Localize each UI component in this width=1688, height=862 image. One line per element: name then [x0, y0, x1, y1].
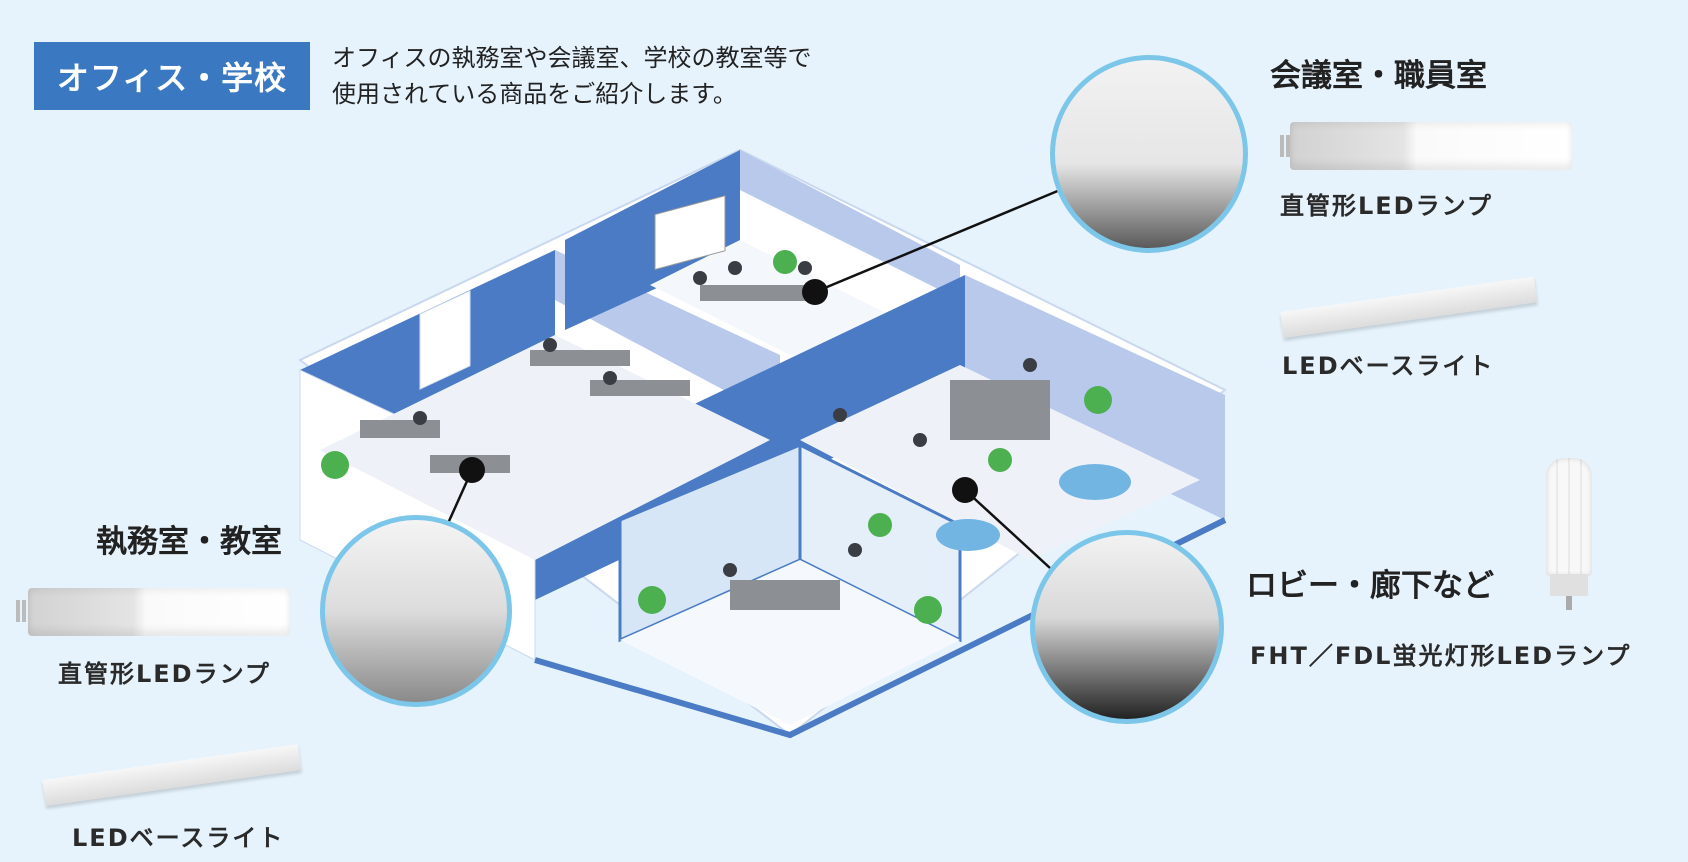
straight-led-lamp-image-office	[28, 588, 290, 636]
pointer-dot-office	[459, 457, 485, 483]
product-label-meeting-tube: 直管形LEDランプ	[1280, 192, 1493, 220]
glass-room-floor	[620, 560, 960, 725]
lamp-pins	[1280, 135, 1290, 157]
product-label-meeting-base: LEDベースライト	[1282, 352, 1495, 380]
category-badge: オフィス・学校	[34, 42, 310, 110]
product-label-office-base: LEDベースライト	[72, 824, 285, 852]
fht-lamp-pin	[1566, 596, 1572, 610]
fht-lamp-base	[1550, 574, 1588, 596]
product-label-lobby-fht: FHT／FDL蛍光灯形LEDランプ	[1250, 642, 1632, 670]
people	[413, 261, 1037, 577]
section-heading-lobby: ロビー・廊下など	[1246, 568, 1494, 604]
meeting-room-wall-right	[740, 150, 960, 300]
plants	[321, 250, 1112, 624]
intro-line-1: オフィスの執務室や会議室、学校の教室等で	[332, 44, 812, 72]
fht-lamp-image	[1546, 458, 1592, 576]
office-window	[419, 290, 471, 390]
section-heading-office: 執務室・教室	[96, 524, 282, 560]
pointer-dot-lobby	[952, 477, 978, 503]
presentation-board	[654, 195, 726, 271]
meeting-room-photo	[1050, 55, 1248, 253]
intro-text: オフィスの執務室や会議室、学校の教室等で 使用されている商品をご紹介します。	[332, 40, 812, 112]
lobby-photo	[1030, 530, 1224, 724]
lamp-pins-office	[16, 600, 26, 622]
product-label-office-tube: 直管形LEDランプ	[58, 660, 271, 688]
round-table-2	[936, 519, 1000, 551]
desks	[360, 285, 1050, 610]
round-table-1	[1059, 464, 1131, 500]
section-heading-meeting: 会議室・職員室	[1270, 58, 1487, 94]
intro-line-2: 使用されている商品をご紹介します。	[332, 80, 737, 108]
meeting-room-wall-left	[565, 150, 740, 330]
office-room-photo	[320, 515, 512, 707]
pointer-dot-meeting	[802, 279, 828, 305]
straight-led-lamp-image	[1290, 122, 1572, 170]
